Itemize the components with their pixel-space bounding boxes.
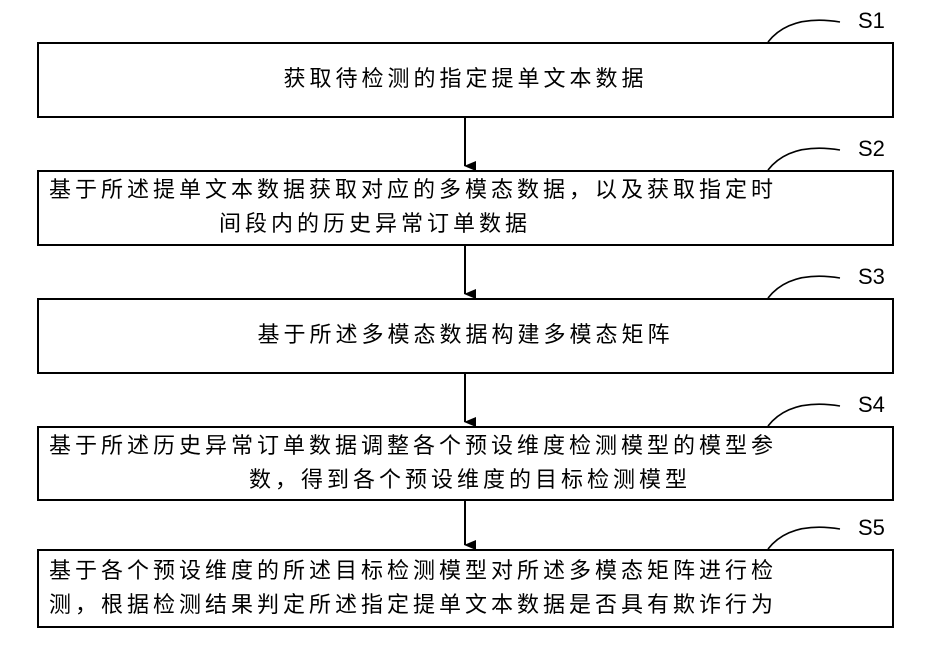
step-label-s4: S4: [858, 394, 885, 416]
step-label-s5: S5: [858, 517, 885, 539]
leader-s5: [768, 527, 840, 549]
step-label-s2: S2: [858, 138, 885, 160]
leader-s2: [768, 148, 840, 170]
step-box-s4: 基于所述历史异常订单数据调整各个预设维度检测模型的模型参 数，得到各个预设维度的…: [37, 426, 894, 501]
step-text-line: 数，得到各个预设维度的目标检测模型: [49, 464, 882, 498]
step-box-s2: 基于所述提单文本数据获取对应的多模态数据，以及获取指定时 间段内的历史异常订单数…: [37, 170, 894, 246]
leader-s1: [768, 20, 840, 42]
step-label-s1: S1: [858, 10, 885, 32]
step-text-s3: 基于所述多模态数据构建多模态矩阵: [257, 319, 673, 353]
step-box-s3: 基于所述多模态数据构建多模态矩阵: [37, 298, 894, 374]
leader-s4: [768, 404, 840, 426]
leader-s3: [768, 276, 840, 298]
step-text-s5: 基于各个预设维度的所述目标检测模型对所述多模态矩阵进行检 测，根据检测结果判定所…: [39, 555, 892, 623]
step-text-s1: 获取待检测的指定提单文本数据: [283, 63, 647, 97]
step-text-line: 间段内的历史异常订单数据: [49, 208, 882, 242]
step-text-line: 测，根据检测结果判定所述指定提单文本数据是否具有欺诈行为: [49, 589, 882, 623]
step-text-line: 获取待检测的指定提单文本数据: [283, 63, 647, 97]
step-box-s5: 基于各个预设维度的所述目标检测模型对所述多模态矩阵进行检 测，根据检测结果判定所…: [37, 549, 894, 628]
step-text-line: 基于所述提单文本数据获取对应的多模态数据，以及获取指定时: [49, 174, 882, 208]
step-text-line: 基于各个预设维度的所述目标检测模型对所述多模态矩阵进行检: [49, 555, 882, 589]
step-text-line: 基于所述历史异常订单数据调整各个预设维度检测模型的模型参: [49, 430, 882, 464]
step-box-s1: 获取待检测的指定提单文本数据: [37, 42, 894, 118]
step-text-line: 基于所述多模态数据构建多模态矩阵: [257, 319, 673, 353]
step-text-s4: 基于所述历史异常订单数据调整各个预设维度检测模型的模型参 数，得到各个预设维度的…: [39, 430, 892, 498]
step-text-s2: 基于所述提单文本数据获取对应的多模态数据，以及获取指定时 间段内的历史异常订单数…: [39, 174, 892, 242]
step-label-s3: S3: [858, 266, 885, 288]
